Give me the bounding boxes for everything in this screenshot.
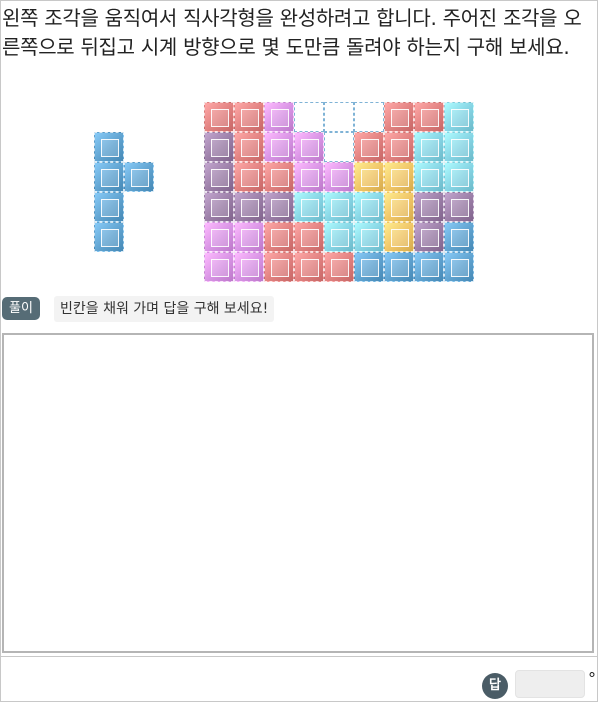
board-tile bbox=[444, 162, 474, 192]
board-empty-cell bbox=[294, 102, 324, 132]
question-text: 왼쪽 조각을 움직여서 직사각형을 완성하려고 합니다. 주어진 조각을 오른쪽… bbox=[2, 6, 582, 59]
board-tile bbox=[444, 192, 474, 222]
piece-tile bbox=[94, 162, 124, 192]
board-tile bbox=[324, 192, 354, 222]
board-tile bbox=[384, 222, 414, 252]
answer-bar: 답 ° bbox=[0, 656, 598, 703]
rectangle-board bbox=[204, 102, 504, 282]
board-tile bbox=[264, 252, 294, 282]
board-tile bbox=[414, 222, 444, 252]
board-tile bbox=[354, 162, 384, 192]
answer-badge: 답 bbox=[482, 673, 508, 699]
answer-input[interactable] bbox=[515, 670, 585, 698]
board-tile bbox=[264, 192, 294, 222]
board-tile bbox=[234, 102, 264, 132]
board-tile bbox=[384, 192, 414, 222]
board-tile bbox=[354, 192, 384, 222]
board-tile bbox=[444, 222, 474, 252]
answer-unit: ° bbox=[588, 669, 596, 688]
board-tile bbox=[204, 222, 234, 252]
solution-badge: 풀이 bbox=[2, 297, 40, 320]
board-tile bbox=[294, 192, 324, 222]
board-tile bbox=[324, 252, 354, 282]
board-tile bbox=[294, 252, 324, 282]
board-tile bbox=[264, 222, 294, 252]
board-tile bbox=[294, 162, 324, 192]
board-tile bbox=[264, 162, 294, 192]
board-tile bbox=[264, 132, 294, 162]
board-tile bbox=[234, 222, 264, 252]
board-tile bbox=[414, 162, 444, 192]
board-tile bbox=[234, 162, 264, 192]
board-tile bbox=[294, 222, 324, 252]
board-tile bbox=[264, 102, 294, 132]
board-empty-cell bbox=[324, 132, 354, 162]
board-tile bbox=[234, 192, 264, 222]
board-tile bbox=[444, 132, 474, 162]
piece-tile bbox=[94, 222, 124, 252]
board-tile bbox=[384, 252, 414, 282]
board-tile bbox=[354, 132, 384, 162]
board-tile bbox=[204, 162, 234, 192]
board-tile bbox=[324, 162, 354, 192]
board-tile bbox=[384, 102, 414, 132]
board-tile bbox=[384, 162, 414, 192]
board-tile bbox=[204, 132, 234, 162]
board-empty-cell bbox=[354, 102, 384, 132]
board-tile bbox=[444, 102, 474, 132]
board-tile bbox=[234, 252, 264, 282]
board-tile bbox=[204, 192, 234, 222]
board-empty-cell bbox=[324, 102, 354, 132]
puzzle-piece bbox=[94, 132, 156, 254]
board-tile bbox=[354, 252, 384, 282]
board-tile bbox=[384, 132, 414, 162]
solution-work-area[interactable] bbox=[2, 333, 594, 653]
board-tile bbox=[354, 222, 384, 252]
board-tile bbox=[444, 252, 474, 282]
piece-tile bbox=[94, 132, 124, 162]
solution-hint: 빈칸을 채워 가며 답을 구해 보세요! bbox=[54, 296, 275, 322]
piece-tile bbox=[94, 192, 124, 222]
board-tile bbox=[294, 132, 324, 162]
piece-tile bbox=[124, 162, 154, 192]
board-tile bbox=[414, 252, 444, 282]
board-tile bbox=[204, 252, 234, 282]
board-tile bbox=[414, 192, 444, 222]
board-tile bbox=[234, 132, 264, 162]
board-tile bbox=[324, 222, 354, 252]
board-tile bbox=[414, 132, 444, 162]
board-tile bbox=[204, 102, 234, 132]
board-tile bbox=[414, 102, 444, 132]
